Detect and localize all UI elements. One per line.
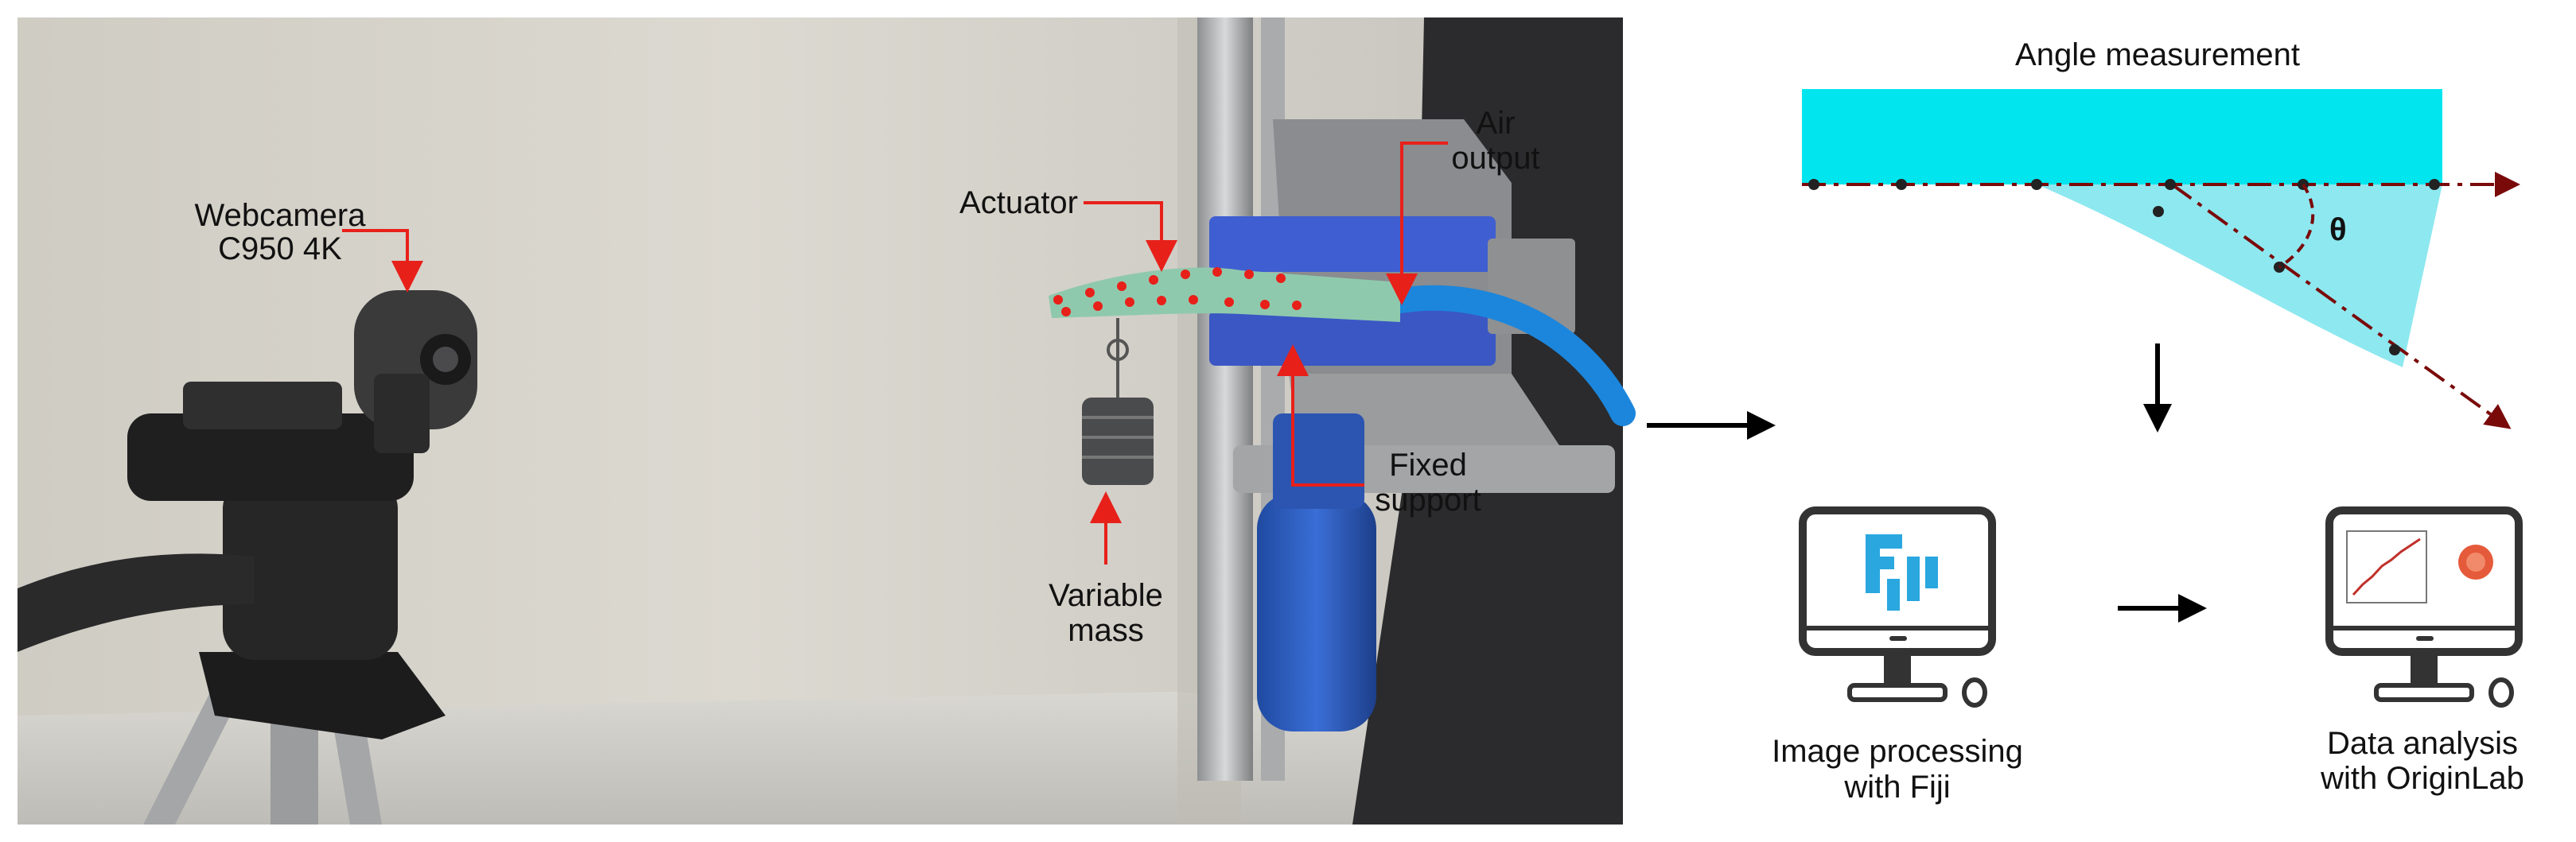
air-bottle	[1257, 493, 1376, 731]
angle-arc	[2278, 183, 2315, 269]
air-output-pointer	[1386, 142, 1448, 305]
fiji-caption-line2: with Fiji	[1843, 770, 1950, 805]
tripod-handle	[18, 553, 255, 652]
theta-label: θ	[2329, 212, 2347, 247]
weight-icon	[1082, 398, 1154, 485]
webcam-label-line1: Webcamera	[195, 198, 367, 233]
mini-plot-icon	[2346, 530, 2427, 603]
air-output-label-line1: Air	[1477, 106, 1516, 141]
bent-actuator-shape	[2037, 184, 2442, 367]
variable-mass-label-line1: Variable	[1049, 578, 1163, 613]
origin-caption-line1: Data analysis	[2327, 726, 2518, 761]
angle-panel: Angle measurement θ	[1802, 37, 2520, 429]
monitor-icon	[1799, 506, 1996, 708]
monitor-origin: Data analysis with OriginLab	[2320, 506, 2524, 796]
air-output-label-line2: output	[1451, 141, 1539, 176]
fixed-support-label-line2: support	[1375, 483, 1481, 518]
webcam-icon	[354, 290, 477, 453]
tripod-icon	[18, 382, 446, 825]
upper-clamp	[1209, 216, 1496, 272]
origin-caption-line2: with OriginLab	[2320, 761, 2524, 796]
actuator-icon	[1049, 267, 1400, 322]
photo-annotations: Webcamera C950 4K Actuator Air output Fi…	[195, 106, 1540, 648]
webcam-pointer	[342, 229, 423, 293]
aluminium-rail	[1197, 17, 1253, 781]
monitor-fiji: Image processing with Fiji	[1772, 506, 2023, 805]
fixed-support-label-line1: Fixed	[1389, 448, 1467, 483]
fiji-logo-icon	[1866, 534, 1938, 611]
variable-mass-label-line2: mass	[1068, 613, 1144, 648]
webcam-label-line2: C950 4K	[218, 231, 342, 266]
actuator-label: Actuator	[959, 185, 1078, 220]
monitor-icon	[2325, 506, 2523, 708]
marker-dots	[1053, 267, 1302, 316]
fiji-caption-line1: Image processing	[1772, 734, 2023, 769]
air-tube	[1387, 285, 1636, 426]
actuator-pointer	[1084, 201, 1177, 272]
fixed-support-pointer	[1277, 344, 1364, 487]
reference-bar	[1802, 89, 2442, 184]
angle-panel-title: Angle measurement	[2015, 37, 2300, 72]
origin-logo-icon	[2458, 545, 2493, 580]
photo-panel	[18, 17, 1636, 825]
